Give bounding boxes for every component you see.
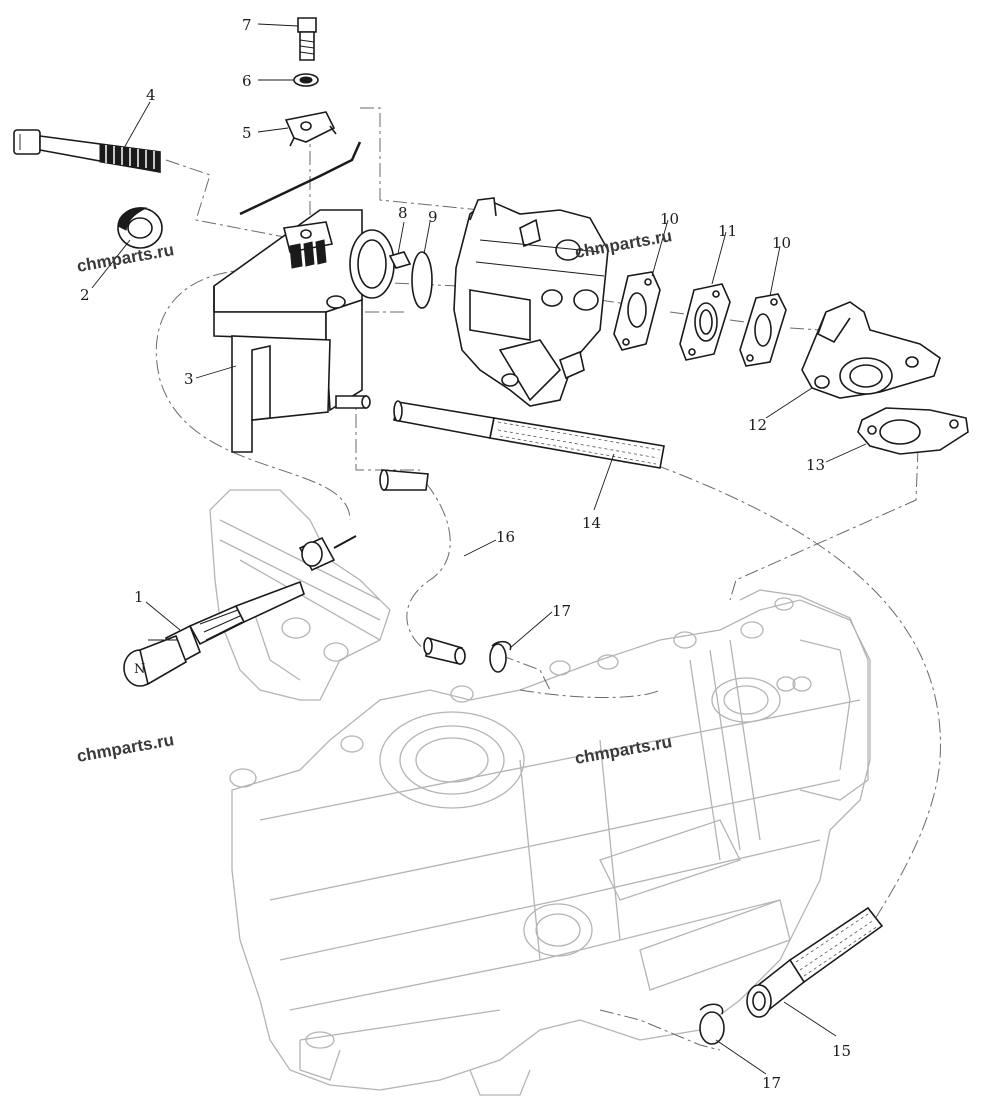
gasket-part-b <box>739 293 787 367</box>
long-bolt-part <box>13 129 161 173</box>
fuel-hose-lower-part <box>746 906 884 1018</box>
intake-silencer-part <box>213 209 395 453</box>
intake-manifold-part <box>801 301 941 399</box>
callout-labels: 1 2 3 4 5 6 7 8 9 10 11 10 12 13 14 15 1… <box>80 16 851 1092</box>
callout-15: 15 <box>832 1042 851 1060</box>
callout-10b: 10 <box>772 234 791 252</box>
callout-2: 2 <box>80 286 90 304</box>
callout-17a: 17 <box>552 602 571 620</box>
grommet-part <box>117 207 163 249</box>
callout-13: 13 <box>806 456 825 474</box>
o-ring-part <box>411 251 433 309</box>
svg-text:N: N <box>134 662 145 677</box>
bolt-part <box>297 17 317 61</box>
choke-knob-part: N <box>123 535 357 687</box>
nut-part <box>388 251 412 269</box>
callout-5: 5 <box>242 124 252 142</box>
hose-clip-part-b <box>699 1003 725 1045</box>
bracket-part <box>284 111 337 147</box>
carburetor-part <box>453 197 609 407</box>
callout-12: 12 <box>748 416 767 434</box>
callout-6: 6 <box>242 72 252 90</box>
callout-4: 4 <box>146 86 156 104</box>
bracket-ghost <box>209 489 391 701</box>
choke-rod-part <box>239 141 362 216</box>
callout-11: 11 <box>718 222 737 240</box>
washer-part <box>293 73 319 87</box>
watermark-3: chmparts.ru <box>75 730 175 766</box>
callout-9: 9 <box>428 208 438 226</box>
callout-10a: 10 <box>660 210 679 228</box>
callout-7: 7 <box>242 16 252 34</box>
gasket-part-a <box>613 271 661 351</box>
callout-3: 3 <box>184 370 194 388</box>
insulator-part <box>679 283 731 361</box>
engine-block-ghost <box>229 589 871 1096</box>
callout-leaders <box>91 23 867 1075</box>
vent-hose-part <box>379 469 466 665</box>
callout-1: 1 <box>134 588 144 606</box>
callout-8: 8 <box>398 204 408 222</box>
callout-17b: 17 <box>762 1074 781 1092</box>
manifold-gasket-part <box>857 407 969 455</box>
callout-14: 14 <box>582 514 601 532</box>
hose-clip-part-a <box>489 640 512 673</box>
fuel-hose-upper-part <box>393 400 665 469</box>
callout-16: 16 <box>496 528 515 546</box>
